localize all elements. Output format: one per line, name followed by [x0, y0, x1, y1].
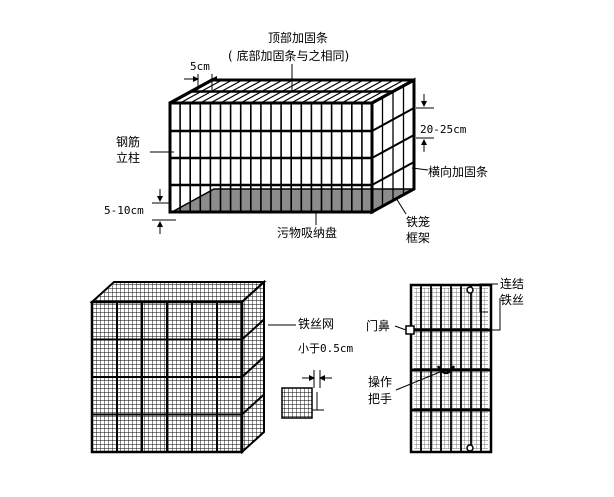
mesh-cage-illustration	[89, 279, 267, 455]
label-less-than-half-cm: 小于0.5cm	[298, 342, 353, 355]
label-top-reinforcement: 顶部加固条	[268, 30, 328, 45]
label-horizontal-reinforcement: 横向加固条	[428, 164, 488, 179]
cage-illustration	[168, 77, 416, 215]
mesh-frame-bars	[92, 302, 265, 452]
label-wire-mesh: 铁丝网	[298, 317, 334, 331]
label-height-20-25cm: 20-25cm	[420, 123, 467, 136]
label-door-latch: 门鼻	[366, 318, 390, 333]
top-reinforcement-slats	[179, 79, 405, 104]
mesh-top-face	[89, 281, 267, 303]
handle-icon	[436, 365, 456, 375]
label-link-wire-line1: 连结	[500, 276, 524, 291]
label-gap-5-10cm: 5-10cm	[104, 204, 144, 217]
latch-icon	[405, 325, 415, 335]
label-handle-line2: 把手	[368, 392, 392, 406]
door-panel-illustration	[405, 283, 493, 454]
label-rebar-line1: 钢筋	[116, 134, 140, 149]
label-link-wire-line2: 铁丝	[500, 293, 524, 307]
label-rebar-line2: 立柱	[116, 150, 140, 165]
label-frame-line1: 铁笼	[406, 214, 430, 229]
label-spacing-5cm: 5cm	[190, 60, 210, 73]
label-handle-line1: 操作	[368, 374, 392, 389]
label-waste-tray: 污物吸纳盘	[277, 225, 337, 240]
label-frame-line2: 框架	[406, 231, 430, 245]
cage-side-frame	[370, 77, 416, 215]
label-bottom-reinforcement-note: ( 底部加固条与之相同)	[228, 48, 349, 63]
mesh-detail-swatch	[281, 387, 313, 419]
